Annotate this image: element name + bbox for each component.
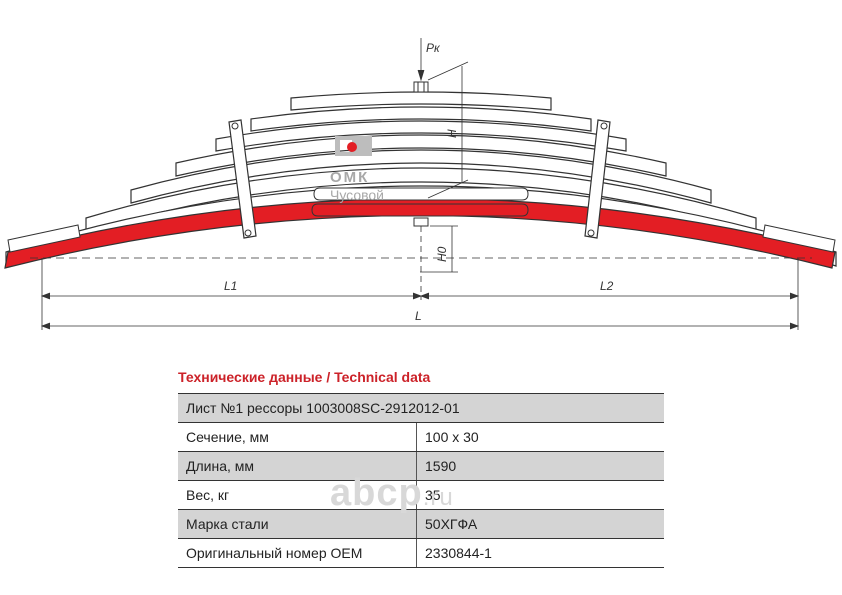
spring-leaves <box>5 91 837 267</box>
spring-leaf-5 <box>130 149 712 204</box>
l-right-arrow-icon <box>789 322 800 330</box>
spec-table: Лист №1 рессоры 1003008SC-2912012-01 Сеч… <box>178 393 664 568</box>
force-arrow-head-icon <box>417 69 425 82</box>
spec-value: 50ХГФА <box>416 509 664 539</box>
left-end-insert <box>7 224 81 253</box>
l-left-arrow-icon <box>40 322 51 330</box>
spring-leaf-1 <box>290 91 552 111</box>
spec-value: 2330844-1 <box>416 538 664 568</box>
table-row: Длина, мм 1590 <box>178 451 664 481</box>
center-bolt <box>413 81 429 227</box>
omk-logo-city: Чусовой <box>330 187 384 203</box>
dimension-lines <box>30 38 812 330</box>
second-leaf-center-slot <box>313 187 529 201</box>
l2-left-arrow-icon <box>419 292 430 300</box>
spec-label: Длина, мм <box>178 451 417 481</box>
table-row: Вес, кг 35 <box>178 480 664 510</box>
h-top-extension <box>427 61 469 81</box>
main-leaf-center-slot <box>311 203 529 217</box>
omk-logo-company: ОМК <box>330 169 369 186</box>
height-label: H <box>445 129 459 138</box>
spring-leaf-2 <box>250 106 592 132</box>
right-clamp <box>584 119 611 239</box>
omk-logo: ОМК Чусовой <box>330 136 384 203</box>
spec-value: 100 х 30 <box>416 422 664 452</box>
spec-value: 1590 <box>416 451 664 481</box>
spec-header-row: Лист №1 рессоры 1003008SC-2912012-01 <box>178 393 664 423</box>
left-length-label: L1 <box>224 279 237 293</box>
h-bottom-extension <box>427 179 469 199</box>
table-row: Сечение, мм 100 х 30 <box>178 422 664 452</box>
watermark: abcp.ru <box>330 472 454 515</box>
spring-leaf-3 <box>215 120 627 152</box>
dimension-labels: Pк H H0 L1 L2 L <box>224 41 614 323</box>
spec-header-cell: Лист №1 рессоры 1003008SC-2912012-01 <box>178 393 664 423</box>
left-clamp <box>228 119 257 239</box>
right-end-insert <box>762 224 836 253</box>
spec-title: Технические данные / Technical data <box>178 369 431 385</box>
right-length-label: L2 <box>600 279 614 293</box>
total-length-label: L <box>415 309 422 323</box>
table-row: Марка стали 50ХГФА <box>178 509 664 539</box>
table-row: Оригинальный номер OEM 2330844-1 <box>178 538 664 568</box>
l2-right-arrow-icon <box>789 292 800 300</box>
spec-value: 35 <box>416 480 664 510</box>
height0-label: H0 <box>435 246 449 262</box>
leaf-spring-drawing: Pк H H0 L1 L2 L ОМК Чусовой <box>4 38 837 330</box>
spec-label: Оригинальный номер OEM <box>178 538 417 568</box>
l1-left-arrow-icon <box>40 292 51 300</box>
watermark-tld: .ru <box>422 484 454 511</box>
spec-label: Сечение, мм <box>178 422 417 452</box>
spec-label: Вес, кг <box>178 480 417 510</box>
force-label: Pк <box>426 41 441 55</box>
l1-right-arrow-icon <box>412 292 423 300</box>
spec-label: Марка стали <box>178 509 417 539</box>
watermark-name: abcp <box>330 472 423 514</box>
omk-logo-dot <box>347 142 357 152</box>
